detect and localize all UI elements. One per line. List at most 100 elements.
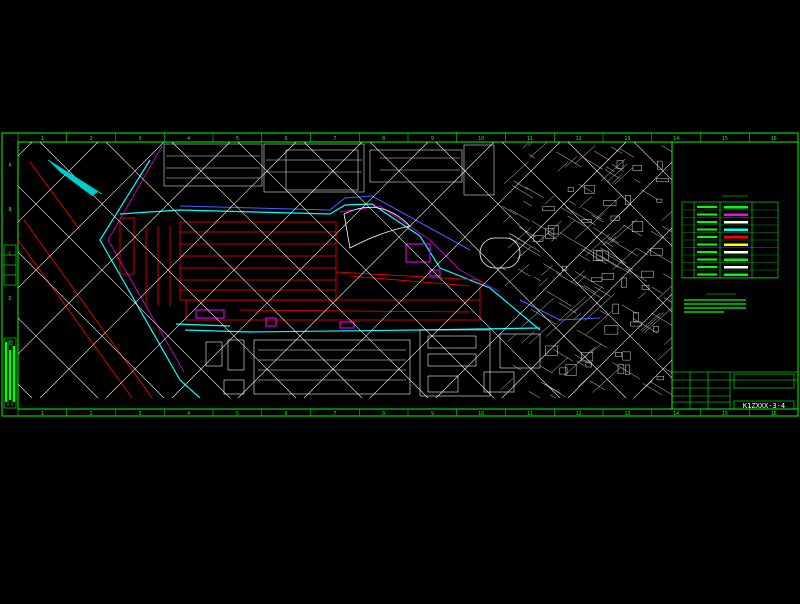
- context-line: [656, 285, 672, 300]
- context-block: [545, 345, 558, 356]
- context-line: [594, 286, 611, 297]
- binding-margin-strip: [3, 244, 17, 409]
- grid-tick-label: 8: [382, 411, 385, 417]
- context-line: [602, 224, 626, 246]
- context-line: [601, 158, 626, 182]
- context-block: [581, 352, 594, 362]
- grid-tick-label: 10: [478, 411, 484, 417]
- context-line: [664, 368, 672, 374]
- legend-swatch: [724, 221, 748, 224]
- context-block: [565, 364, 577, 376]
- grid-diagonal: [39, 142, 297, 398]
- side-tick-label: A: [8, 162, 11, 168]
- context-line: [634, 178, 641, 183]
- side-tick-label: C: [8, 251, 11, 257]
- context-line: [574, 212, 605, 240]
- grid-tick-label: 5: [236, 411, 239, 417]
- legend-swatch: [724, 273, 748, 276]
- context-line: [584, 293, 615, 321]
- context-line: [612, 248, 637, 270]
- context-line: [644, 307, 672, 333]
- context-line: [661, 210, 672, 222]
- context-block: [532, 235, 544, 242]
- context-line: [576, 329, 608, 349]
- context-line: [545, 308, 578, 337]
- legend-row-text: [697, 213, 717, 216]
- grid-tick-label: 6: [285, 411, 288, 417]
- context-block: [649, 248, 663, 256]
- legend-swatch: [724, 258, 748, 261]
- legend-swatch: [724, 236, 748, 239]
- context-line: [624, 267, 647, 282]
- context-line: [577, 346, 596, 364]
- context-line: [657, 346, 672, 361]
- context-line: [612, 362, 640, 380]
- context-block: [630, 321, 642, 327]
- context-block: [593, 249, 603, 261]
- context-line: [520, 246, 532, 257]
- context-line: [499, 266, 507, 271]
- title-block: [671, 371, 799, 410]
- context-block: [621, 277, 627, 288]
- grid-diagonal: [18, 142, 99, 223]
- side-tick-label: D: [8, 296, 11, 302]
- context-line: [578, 196, 592, 209]
- context-block: [617, 364, 625, 374]
- context-line: [564, 156, 577, 168]
- context-block: [604, 325, 619, 335]
- context-line: [576, 360, 585, 367]
- grid-diagonal: [105, 142, 363, 398]
- context-line: [528, 391, 541, 398]
- context-block: [622, 351, 631, 361]
- context-block: [633, 312, 639, 322]
- legend-row-text: [697, 221, 717, 223]
- context-block: [631, 221, 644, 232]
- grid-tick-label: 2: [90, 136, 93, 142]
- context-line: [531, 220, 554, 235]
- legend-row-text: [697, 236, 717, 238]
- context-line: [568, 200, 576, 206]
- context-block: [585, 362, 592, 368]
- context-line: [510, 233, 525, 243]
- context-line: [604, 252, 634, 271]
- context-block: [612, 303, 619, 314]
- north-arrow-icon: [47, 159, 103, 196]
- context-line: [585, 311, 613, 335]
- legend-swatch: [724, 206, 748, 209]
- context-line: [579, 254, 590, 262]
- legend-swatch: [724, 266, 748, 269]
- context-line: [540, 381, 566, 398]
- context-line: [546, 291, 572, 307]
- context-line: [519, 226, 537, 238]
- grid-tick-label: 5: [236, 136, 239, 142]
- grid-tick-label: 11: [527, 136, 533, 142]
- grid-tick-label: 9: [431, 411, 434, 417]
- context-line: [582, 207, 602, 220]
- context-line: [651, 312, 672, 326]
- context-line: [538, 278, 548, 287]
- grid-diagonal: [237, 142, 495, 398]
- context-line: [536, 220, 562, 244]
- context-line: [641, 189, 659, 200]
- context-line: [521, 331, 535, 344]
- context-line: [585, 233, 611, 257]
- legend-swatch: [724, 243, 748, 246]
- context-line: [614, 167, 634, 185]
- context-line: [650, 230, 664, 239]
- highlighted-features: [195, 243, 441, 329]
- context-line: [559, 232, 590, 251]
- context-block: [615, 352, 622, 357]
- context-line: [522, 142, 530, 149]
- context-block: [591, 277, 603, 282]
- context-line: [589, 250, 620, 269]
- context-line: [517, 251, 526, 259]
- context-line: [531, 309, 557, 325]
- context-line: [513, 180, 529, 190]
- context-line: [651, 286, 663, 294]
- context-line: [575, 282, 602, 299]
- context-line: [558, 296, 587, 322]
- context-line: [540, 365, 553, 374]
